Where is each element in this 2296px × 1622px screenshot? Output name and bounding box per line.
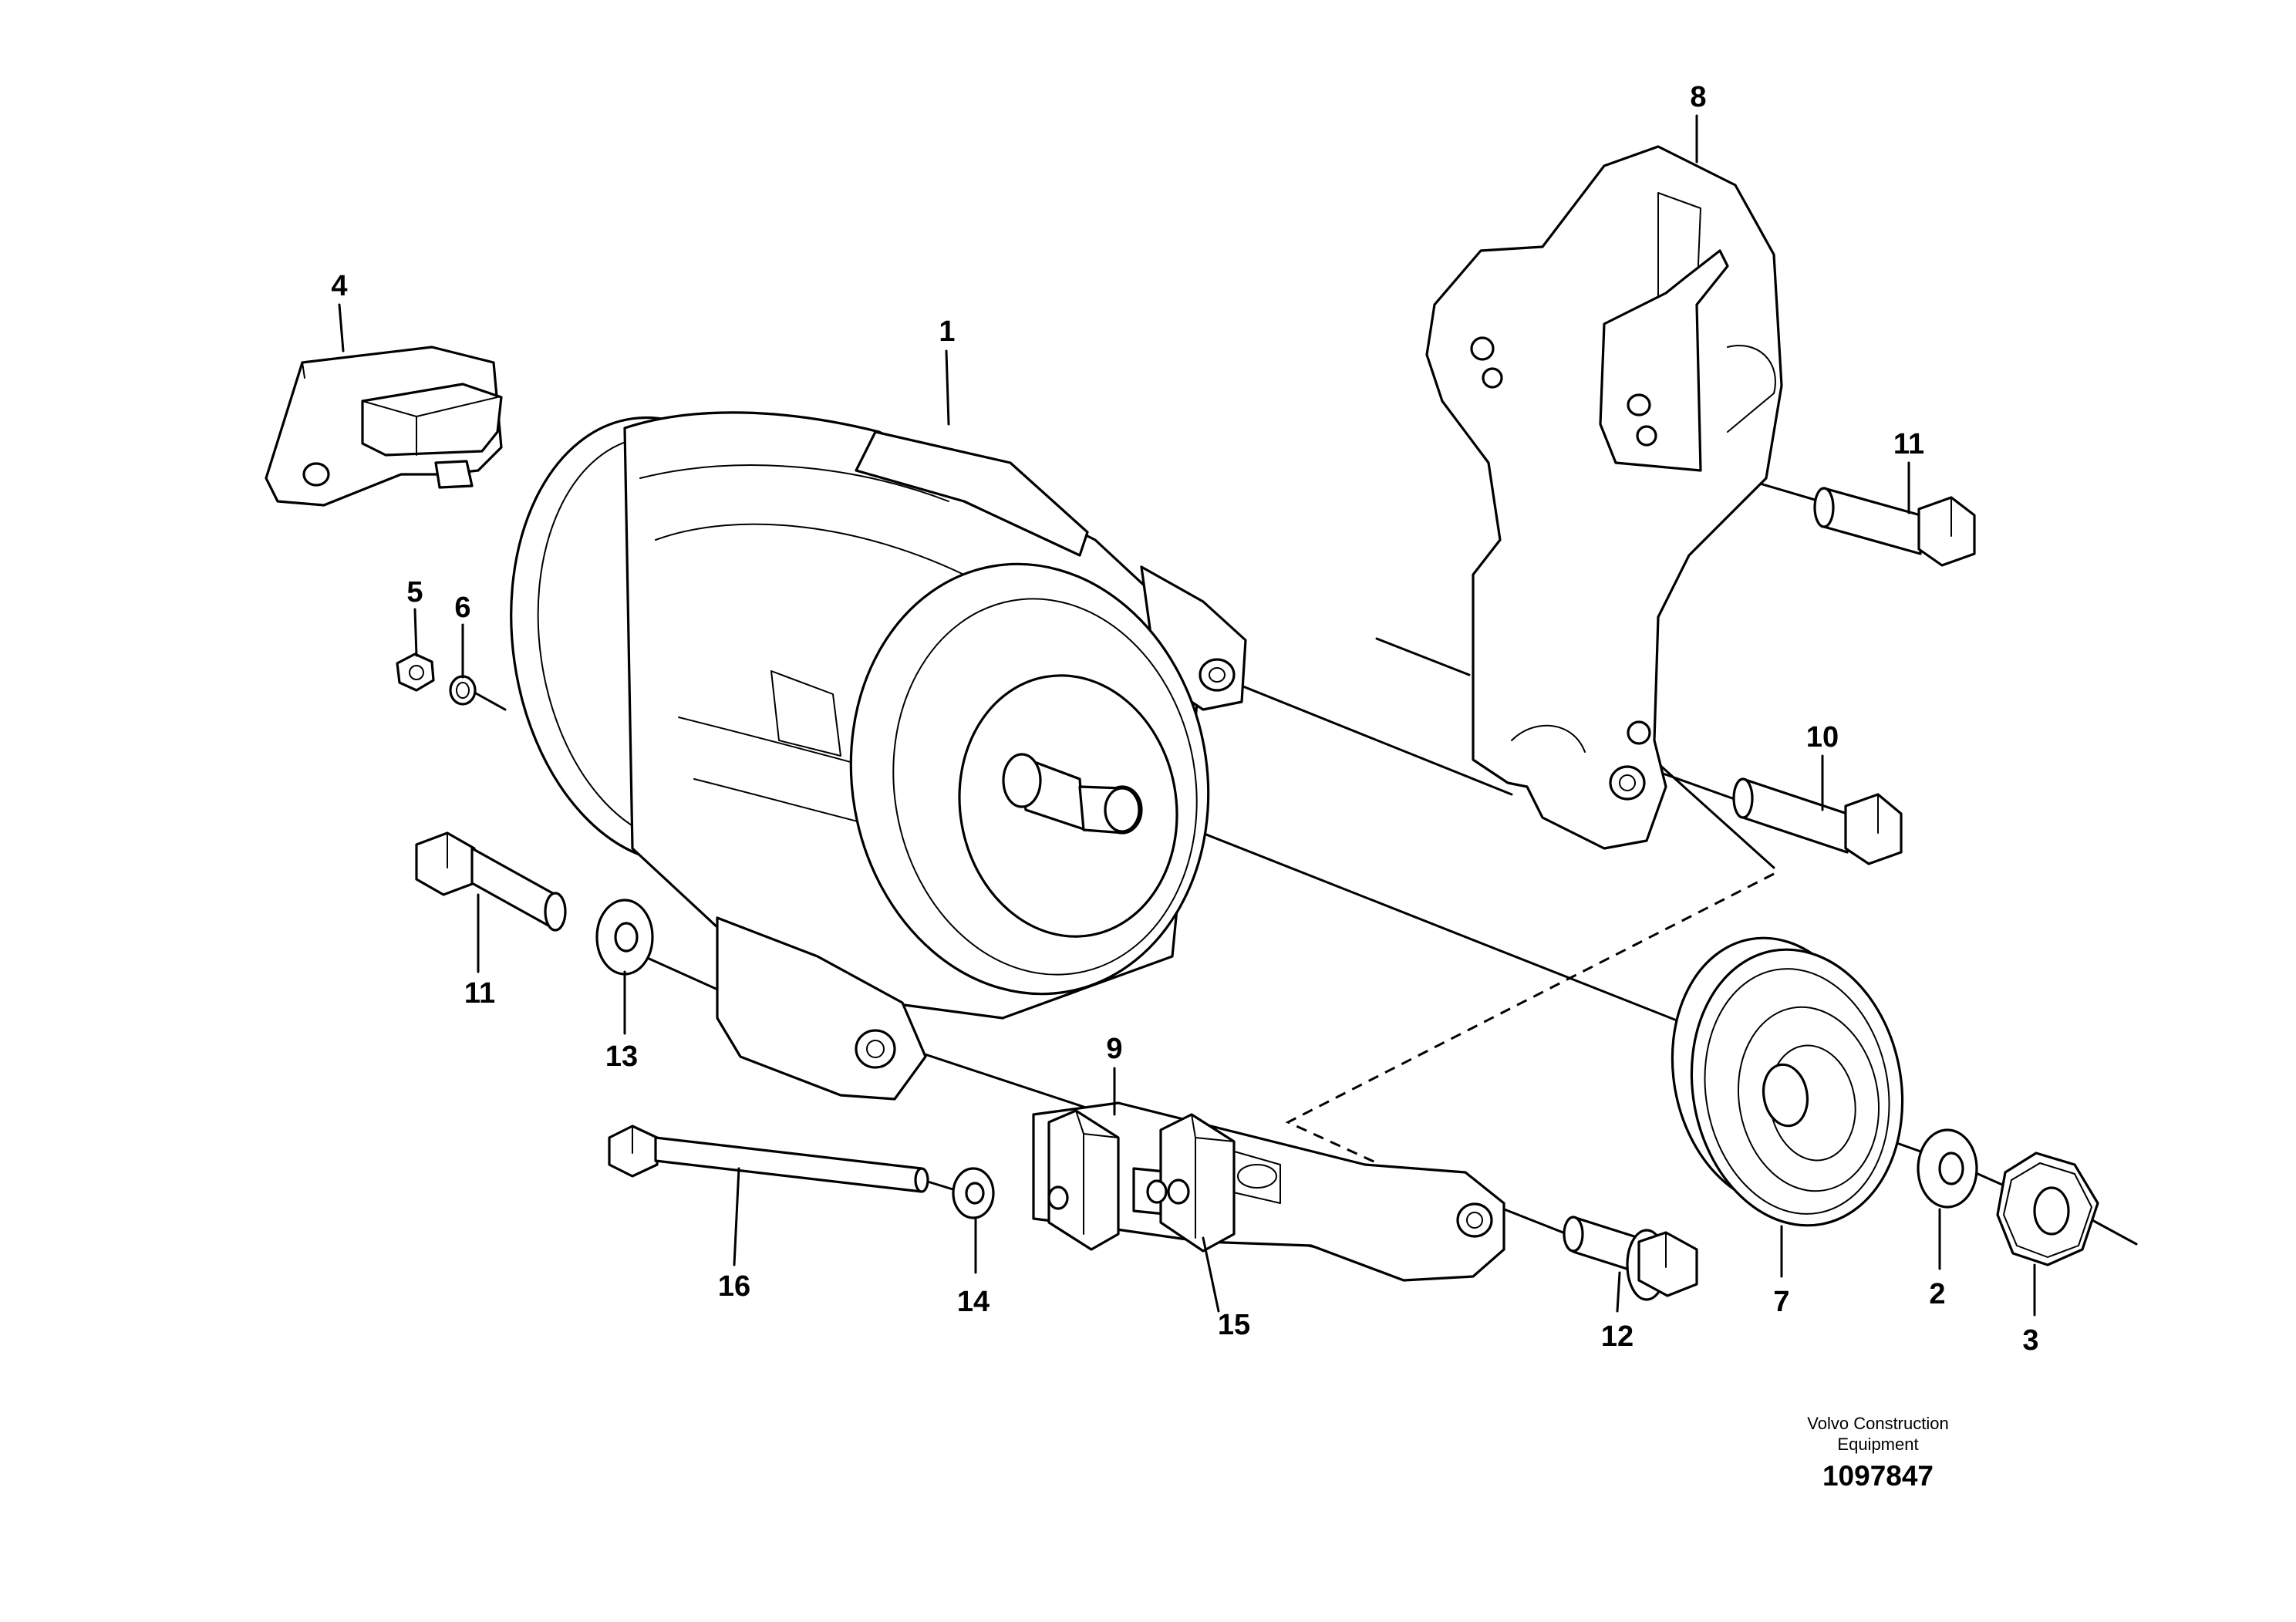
small-nut-and-washer xyxy=(396,653,477,706)
callout-11-left: 11 xyxy=(464,977,495,1010)
flange-bolt xyxy=(1563,1216,1698,1301)
callout-8: 8 xyxy=(1690,81,1706,113)
callout-1: 1 xyxy=(939,315,955,348)
drawing-number: 1097847 xyxy=(1822,1460,1934,1492)
voltage-regulator xyxy=(265,346,503,507)
washer-right xyxy=(1917,1128,1978,1209)
adjusting-blocks xyxy=(1047,1109,1236,1253)
callout-16: 16 xyxy=(718,1270,750,1303)
leader-lines xyxy=(338,114,2036,1317)
callout-2: 2 xyxy=(1929,1278,1945,1310)
callout-4: 4 xyxy=(331,270,347,302)
title-block: Volvo Construction Equipment 1097847 xyxy=(1807,1414,1948,1492)
callout-15: 15 xyxy=(1218,1309,1250,1341)
long-bolt xyxy=(608,1125,929,1193)
washer-middle xyxy=(952,1167,995,1219)
company-name-line2: Equipment xyxy=(1837,1435,1918,1454)
callout-3: 3 xyxy=(2022,1324,2038,1357)
callout-12: 12 xyxy=(1601,1320,1633,1353)
callout-numbers: 4 1 5 6 8 11 10 11 13 9 16 14 15 12 7 2 … xyxy=(331,81,2038,1357)
callout-10: 10 xyxy=(1806,721,1839,754)
callout-11-top: 11 xyxy=(1893,428,1924,460)
callout-7: 7 xyxy=(1773,1286,1789,1318)
callout-13: 13 xyxy=(605,1040,638,1073)
bolt-middle-right xyxy=(1732,777,1903,865)
washer-left xyxy=(595,899,654,976)
hex-nut xyxy=(1996,1152,2099,1266)
alternator xyxy=(510,411,1247,1101)
callout-6: 6 xyxy=(454,592,470,624)
pulley xyxy=(1671,936,1904,1227)
callout-14: 14 xyxy=(957,1286,990,1318)
callout-9: 9 xyxy=(1106,1033,1122,1065)
company-name-line1: Volvo Construction xyxy=(1807,1414,1948,1433)
bolt-left xyxy=(415,831,567,932)
bolt-top-right xyxy=(1813,487,1976,567)
callout-5: 5 xyxy=(406,576,423,609)
mounting-bracket xyxy=(1425,145,1783,850)
